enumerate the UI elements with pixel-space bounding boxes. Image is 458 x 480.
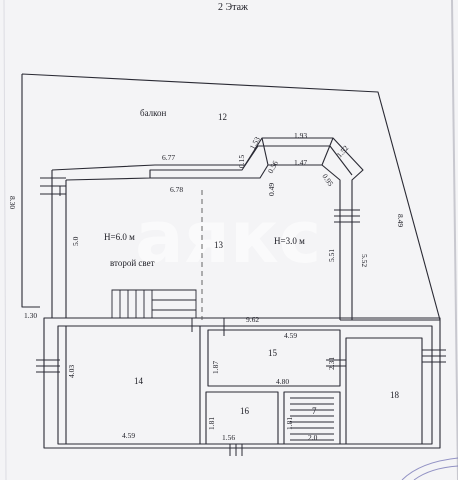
room-15-wall xyxy=(207,329,341,387)
paper-edge-left xyxy=(3,0,7,480)
window-marks xyxy=(36,177,446,456)
room-16-wall xyxy=(205,391,279,445)
dim-8-49: 8.49 xyxy=(396,214,405,227)
floor-label: 2 Этаж xyxy=(218,2,248,13)
dim-0-49: 0.49 xyxy=(267,183,276,196)
dim-8-30: 8.30 xyxy=(8,196,17,209)
stamp-fragment xyxy=(401,457,458,480)
dim-4-59-bottom: 4.59 xyxy=(122,431,135,440)
paper-edge-right xyxy=(451,0,458,480)
dim-0-15: 0.15 xyxy=(237,155,246,168)
room-14-wall xyxy=(65,325,201,445)
label-room-17: 7 xyxy=(312,406,317,416)
dim-5-51: 5.51 xyxy=(327,249,336,262)
label-room-14: 14 xyxy=(134,376,144,386)
label-room-18: 18 xyxy=(390,390,400,400)
room-17-wall xyxy=(283,391,341,445)
label-room-16: 16 xyxy=(240,406,250,416)
label-balcony: балкон xyxy=(140,108,167,118)
dim-4-80: 4.80 xyxy=(276,377,289,386)
dim-0-56: 0.56 xyxy=(266,159,280,175)
dim-1-81-right: 1.81 xyxy=(285,417,294,430)
dim-1-52: 1.52 xyxy=(335,143,351,159)
dim-1-93: 1.93 xyxy=(294,131,307,140)
label-room-12: 12 xyxy=(218,112,227,122)
dim-4-59-top: 4.59 xyxy=(284,331,297,340)
dim-5-52: 5.52 xyxy=(360,254,369,267)
dim-1-87: 1.87 xyxy=(211,361,220,374)
label-room-15: 15 xyxy=(268,348,278,358)
dim-9-62: 9.62 xyxy=(246,315,259,324)
label-height-right: H=3.0 м xyxy=(274,236,305,246)
watermark-logo: аякс xyxy=(135,195,321,279)
dim-5-0: 5.0 xyxy=(71,236,80,246)
dim-1-30: 1.30 xyxy=(24,311,37,320)
room-18-wall xyxy=(345,337,423,445)
dim-2-0: 2.0 xyxy=(308,433,318,442)
bay-window-wall xyxy=(261,137,334,166)
dim-1-81-left: 1.81 xyxy=(207,417,216,430)
dim-6-77: 6.77 xyxy=(162,153,175,162)
staircase-room-17 xyxy=(290,397,334,441)
dim-4-03: 4.03 xyxy=(67,365,76,378)
dim-1-56: 1.56 xyxy=(222,433,235,442)
label-height-left: H=6.0 м xyxy=(104,232,135,242)
staircase-hall xyxy=(111,289,197,319)
balcony-outline xyxy=(21,73,441,321)
lower-block-inner xyxy=(57,325,433,445)
dim-6-78: 6.78 xyxy=(170,185,183,194)
dim-2-31: 2.31 xyxy=(327,357,336,370)
label-second-light: второй свет xyxy=(110,258,155,268)
stamp-fragment-inner xyxy=(413,465,458,480)
dim-1-47: 1.47 xyxy=(294,158,307,167)
dim-1-53: 1.53 xyxy=(248,135,262,151)
label-room-13: 13 xyxy=(214,240,224,250)
